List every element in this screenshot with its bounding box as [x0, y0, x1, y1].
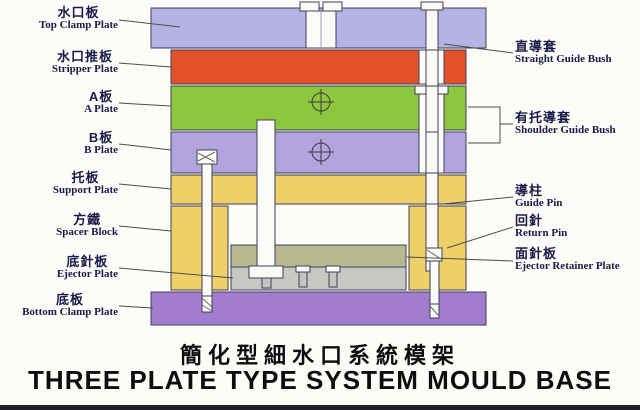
label-top-clamp-plate-zh: 水口板 [57, 5, 100, 20]
label-a-plate-en: A Plate [84, 103, 118, 115]
label-guide-pin: 導柱 Guide Pin [515, 184, 562, 210]
label-ejector-retainer-plate-en: Ejector Retainer Plate [515, 260, 620, 272]
leader-return-pin [446, 226, 514, 249]
label-stripper-plate: 水口推板 Stripper Plate [52, 50, 118, 76]
label-ejector-retainer-plate: 面針板 Ejector Retainer Plate [515, 247, 620, 273]
leader-ejector-plate [118, 267, 234, 279]
leader-top-clamp-plate [118, 19, 181, 28]
label-top-clamp-plate: 水口板 Top Clamp Plate [39, 6, 118, 32]
leader-lines [118, 19, 514, 309]
label-guide-pin-zh: 導柱 [515, 183, 544, 198]
label-guide-pin-en: Guide Pin [515, 197, 563, 209]
label-bottom-clamp-plate-zh: 底板 [56, 292, 85, 307]
label-bottom-clamp-plate-en: Bottom Clamp Plate [22, 306, 118, 318]
label-support-plate-zh: 托板 [71, 170, 100, 185]
ejector-screw-2-shaft [328, 271, 338, 288]
ejector-screw-2-head [325, 265, 341, 273]
leader-stripper-plate [118, 62, 172, 68]
label-ejector-plate-en: Ejector Plate [56, 268, 118, 280]
label-top-clamp-plate-en: Top Clamp Plate [38, 19, 118, 31]
leader-b-plate [118, 143, 172, 151]
support-pillar-foot [248, 265, 284, 279]
support-pillar [256, 119, 276, 267]
label-straight-guide-bush: 直導套 Straight Guide Bush [515, 40, 612, 66]
leader-bottom-clamp-plate [118, 305, 154, 309]
components [196, 1, 449, 319]
label-a-plate: A板 A Plate [84, 90, 118, 116]
leader-guide-pin [442, 196, 514, 205]
label-stripper-plate-en: Stripper Plate [51, 63, 118, 75]
guide-pin-rod [425, 9, 439, 272]
label-bottom-clamp-plate: 底板 Bottom Clamp Plate [22, 293, 118, 319]
spacer-block-left [170, 205, 229, 291]
ejector-screw-1-head [295, 265, 311, 273]
label-b-plate: B板 B Plate [84, 131, 118, 157]
label-support-plate: 托板 Support Plate [53, 171, 118, 197]
leader-straight-guide-bush [443, 43, 514, 54]
left-bolt-tip [201, 295, 213, 313]
label-straight-guide-bush-en: Straight Guide Bush [515, 53, 612, 65]
leader-shoulder-guide-bush-bracket [468, 106, 501, 144]
label-spacer-block: 方鐵 Spacer Block [56, 213, 118, 239]
label-shoulder-guide-bush: 有托導套 Shoulder Guide Bush [515, 111, 616, 137]
label-stripper-plate-zh: 水口推板 [56, 49, 113, 64]
page-edge [0, 405, 640, 410]
label-spacer-block-zh: 方鐵 [73, 212, 102, 227]
sprue-block-right [322, 1, 343, 12]
label-b-plate-en: B Plate [84, 144, 118, 156]
hatch-marks [197, 151, 442, 317]
label-straight-guide-bush-zh: 直導套 [515, 39, 558, 54]
guide-pin-ticks [426, 49, 438, 205]
sprue-block-left [299, 1, 320, 12]
label-return-pin: 回針 Return Pin [515, 214, 567, 240]
stripper-plate [170, 49, 467, 85]
label-return-pin-zh: 回針 [515, 213, 544, 228]
label-return-pin-en: Return Pin [515, 227, 568, 239]
label-shoulder-guide-bush-zh: 有托導套 [515, 110, 572, 125]
label-ejector-plate-zh: 底針板 [66, 254, 109, 269]
label-spacer-block-en: Spacer Block [56, 226, 118, 238]
page-title-chinese: 簡化型細水口系統模架 [179, 343, 460, 368]
leader-a-plate [118, 102, 172, 107]
guide-pin-head [420, 1, 444, 11]
support-pillar-bolt [261, 277, 272, 289]
ejector-screw-1-shaft [298, 271, 308, 288]
return-pin-shaft [429, 260, 440, 305]
center-mark-symbols [308, 89, 334, 165]
label-ejector-plate: 底針板 Ejector Plate [57, 255, 118, 281]
label-support-plate-en: Support Plate [52, 184, 118, 196]
leader-spacer-block [118, 225, 172, 232]
leader-support-plate [118, 183, 172, 190]
label-b-plate-zh: B板 [88, 130, 114, 145]
label-ejector-retainer-plate-zh: 面針板 [515, 246, 558, 261]
label-a-plate-zh: A板 [88, 89, 114, 104]
leader-ejector-retainer-plate [406, 256, 514, 262]
support-plate [170, 174, 467, 205]
label-shoulder-guide-bush-en: Shoulder Guide Bush [515, 124, 616, 136]
page-title-english: THREE PLATE TYPE SYSTEM MOULD BASE [28, 365, 612, 395]
